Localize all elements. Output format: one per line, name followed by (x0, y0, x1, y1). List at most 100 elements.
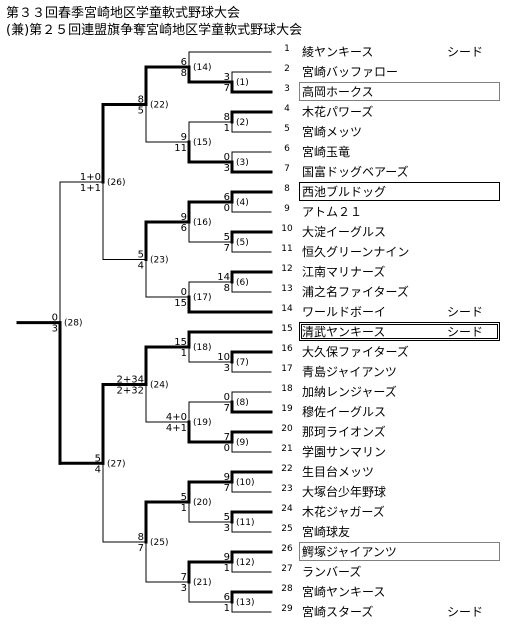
team-number: 2 (284, 64, 290, 74)
match-label: (23) (150, 256, 168, 266)
match-label: (15) (193, 138, 211, 148)
score-bottom: 0 (224, 443, 230, 454)
score-top: 7 (224, 432, 230, 443)
tournament-subtitle: (兼)第２５回連盟旗争奪宮崎地区学童軟式野球大会 (6, 23, 303, 38)
team-name: 西池ブルドッグ (302, 184, 386, 199)
score-top: 0 (181, 287, 187, 298)
score-top: 9 (224, 472, 230, 483)
team-number: 21 (281, 444, 292, 454)
team-number: 10 (281, 224, 293, 234)
score-bottom: 2+32 (117, 386, 144, 397)
score-bottom: 3 (224, 363, 230, 374)
team-name: 鰐塚ジャイアンツ (302, 545, 397, 559)
team-number: 5 (284, 124, 290, 134)
seed-label: シード (447, 325, 483, 339)
team-name: アトム２１ (302, 205, 362, 219)
team-name: 宮崎ヤンキース (302, 584, 385, 599)
match-label: (7) (236, 358, 249, 368)
team-name: 浦之名ファイターズ (302, 284, 409, 299)
team-name: 大久保ファイターズ (302, 344, 409, 359)
score-top: 10 (217, 352, 230, 363)
match-label: (8) (236, 398, 249, 408)
score-top: 8 (138, 532, 144, 543)
match-label: (3) (236, 158, 249, 168)
score-bottom: 4 (95, 464, 101, 475)
team-name: 宮崎球友 (302, 524, 350, 539)
score-bottom: 4+1 (166, 423, 187, 434)
score-bottom: 3 (224, 163, 230, 174)
team-name: 宮崎スターズ (302, 604, 373, 619)
score-bottom: 7 (224, 83, 230, 94)
match-label: (26) (107, 178, 125, 188)
score-top: 8 (138, 95, 144, 106)
score-bottom: 8 (181, 68, 187, 79)
score-bottom: 7 (224, 403, 230, 414)
score-bottom: 6 (181, 223, 187, 234)
score-top: 9 (181, 212, 187, 223)
score-bottom: 0 (224, 203, 230, 214)
match-label: (28) (64, 319, 82, 329)
team-number: 23 (281, 484, 292, 494)
team-name: 那珂ライオンズ (302, 424, 386, 439)
score-bottom: 1 (224, 563, 230, 574)
seed-label: シード (447, 305, 483, 319)
score-top: 7 (181, 572, 187, 583)
score-top: 6 (224, 192, 230, 203)
match-label: (18) (193, 343, 211, 353)
score-top: 4+0 (166, 412, 187, 423)
team-number: 14 (281, 304, 293, 314)
match-label: (19) (193, 418, 211, 428)
score-top: 3 (224, 72, 230, 83)
team-highlight-box-inner (301, 324, 498, 339)
score-bottom: 7 (224, 483, 230, 494)
score-bottom: 3 (181, 583, 187, 594)
match-label: (5) (236, 238, 249, 248)
team-highlight-box (299, 542, 500, 561)
team-name: 恒久グリーンナイン (302, 245, 409, 259)
team-highlight-box (299, 322, 500, 341)
team-number: 20 (281, 424, 293, 434)
match-label: (12) (236, 558, 254, 568)
score-bottom: 3 (52, 324, 58, 335)
score-top: 8 (224, 112, 230, 123)
match-label: (25) (150, 538, 168, 548)
team-number: 7 (284, 164, 290, 174)
team-number: 24 (281, 504, 293, 514)
team-name: 清武ヤンキース (302, 325, 385, 339)
team-number: 29 (281, 604, 293, 614)
team-name: ワールドボーイ (302, 305, 386, 319)
score-top: 6 (181, 57, 187, 68)
team-name: 木花パワーズ (302, 104, 373, 119)
score-bottom: 7 (224, 243, 230, 254)
match-label: (1) (236, 78, 249, 88)
match-label: (27) (107, 459, 125, 469)
match-label: (21) (193, 578, 211, 588)
score-top: 5 (181, 492, 187, 503)
team-highlight-box (299, 182, 500, 201)
match-label: (10) (236, 478, 254, 488)
score-top: 0 (52, 313, 58, 324)
score-top: 5 (224, 232, 230, 243)
team-number: 22 (281, 464, 292, 474)
team-name: 学園サンマリン (302, 444, 386, 459)
team-name: 綾ヤンキース (302, 44, 373, 59)
team-name: 宮崎玉竜 (302, 144, 350, 159)
score-bottom: 1+1 (80, 183, 101, 194)
score-top: 6 (224, 592, 230, 603)
team-name: 高岡ホークス (302, 84, 374, 99)
team-number: 4 (284, 104, 290, 114)
score-bottom: 7 (138, 543, 144, 554)
team-name: 加納レンジャーズ (302, 384, 397, 399)
team-number: 15 (281, 324, 292, 334)
team-highlight-box (299, 82, 500, 101)
score-top: 15 (174, 337, 187, 348)
team-number: 25 (281, 524, 292, 534)
score-top: 0 (224, 392, 230, 403)
team-number: 19 (281, 404, 293, 414)
match-label: (16) (193, 218, 211, 228)
team-number: 9 (284, 204, 290, 214)
team-name: 木花ジャガーズ (302, 504, 385, 519)
score-bottom: 5 (138, 106, 144, 117)
score-bottom: 11 (174, 143, 187, 154)
